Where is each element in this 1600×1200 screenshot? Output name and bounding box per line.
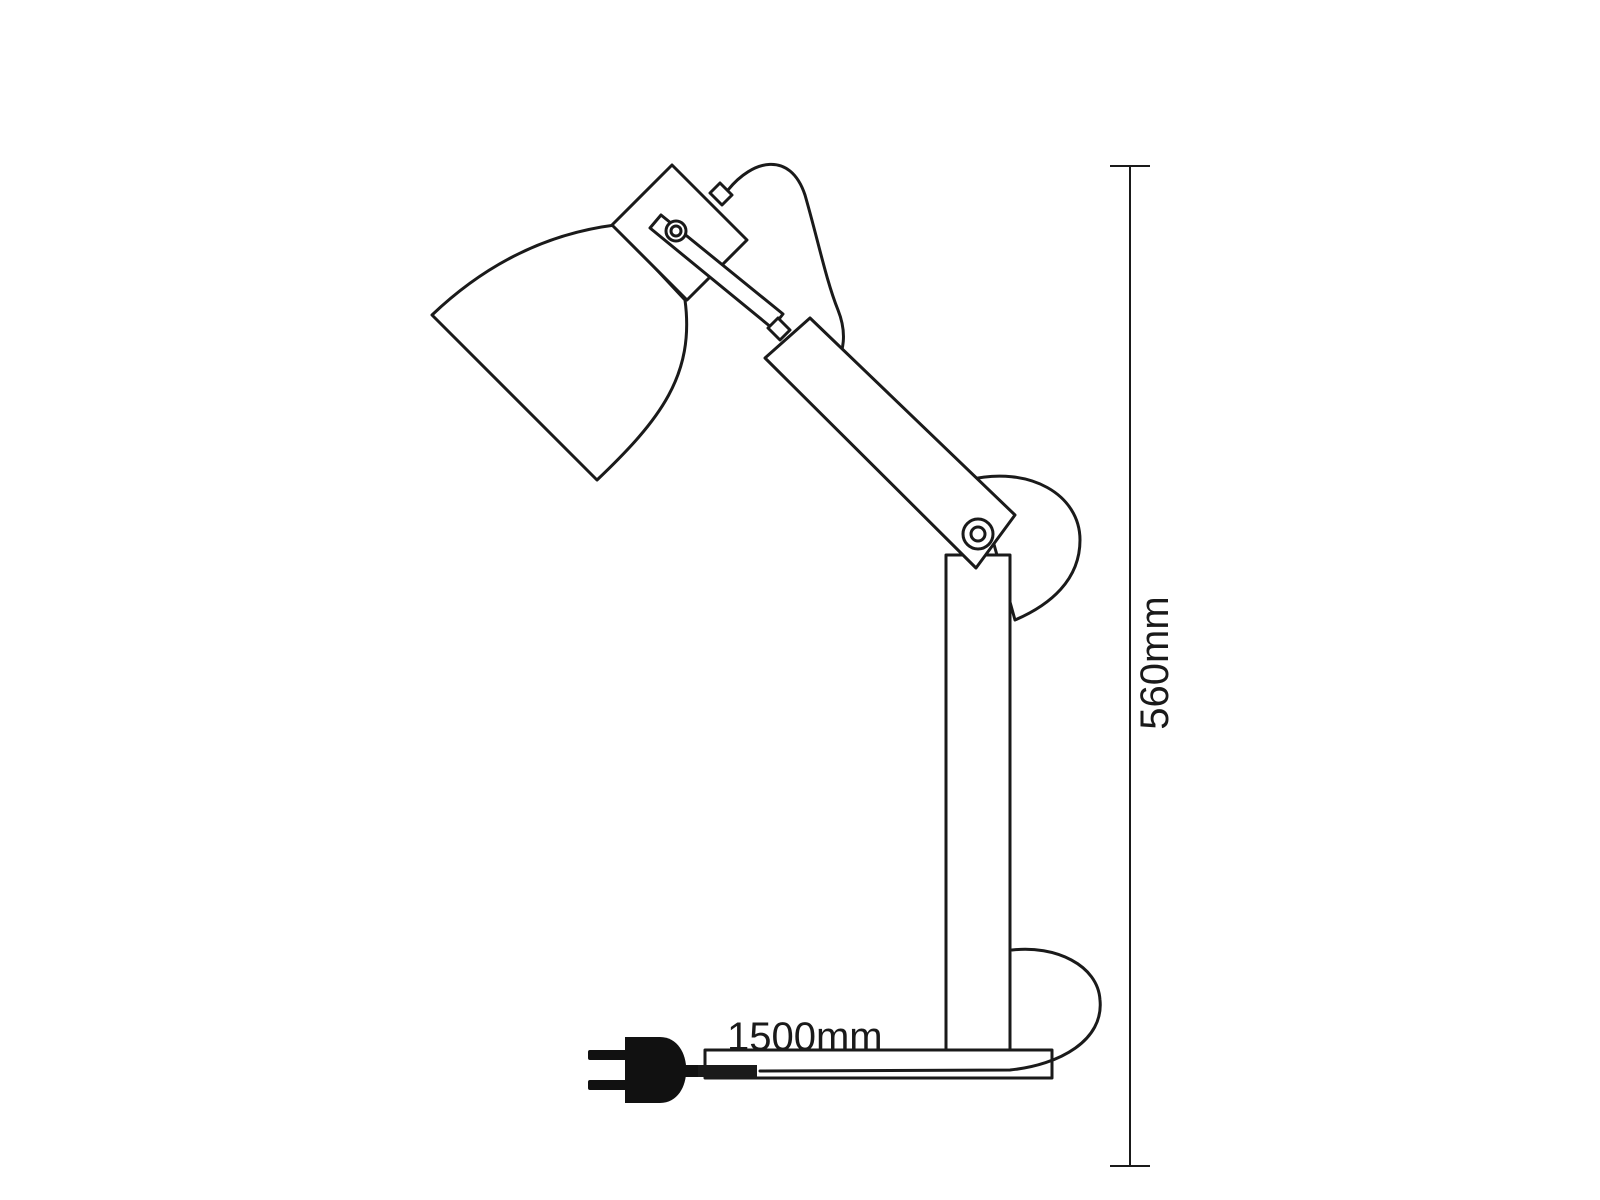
elbow-knob-inner xyxy=(969,525,987,543)
lamp-shade xyxy=(430,223,689,482)
lamp-drawing xyxy=(430,162,1102,1080)
upper-arm xyxy=(763,316,1017,570)
cord-over-shade xyxy=(726,162,845,364)
lamp-stem xyxy=(944,553,1012,1052)
link-collar xyxy=(766,316,792,342)
height-dimension xyxy=(1110,165,1150,1167)
cord-length-label: 1500mm xyxy=(727,1015,883,1059)
plug-icon xyxy=(588,1037,698,1103)
cord-bushing xyxy=(708,181,734,207)
link-pivot-inner xyxy=(669,224,683,238)
cord-loop xyxy=(758,947,1102,1073)
cord-sleeve xyxy=(695,1065,757,1077)
height-dimension-label: 560mm xyxy=(1133,596,1177,729)
lamp-base xyxy=(703,1048,1054,1080)
